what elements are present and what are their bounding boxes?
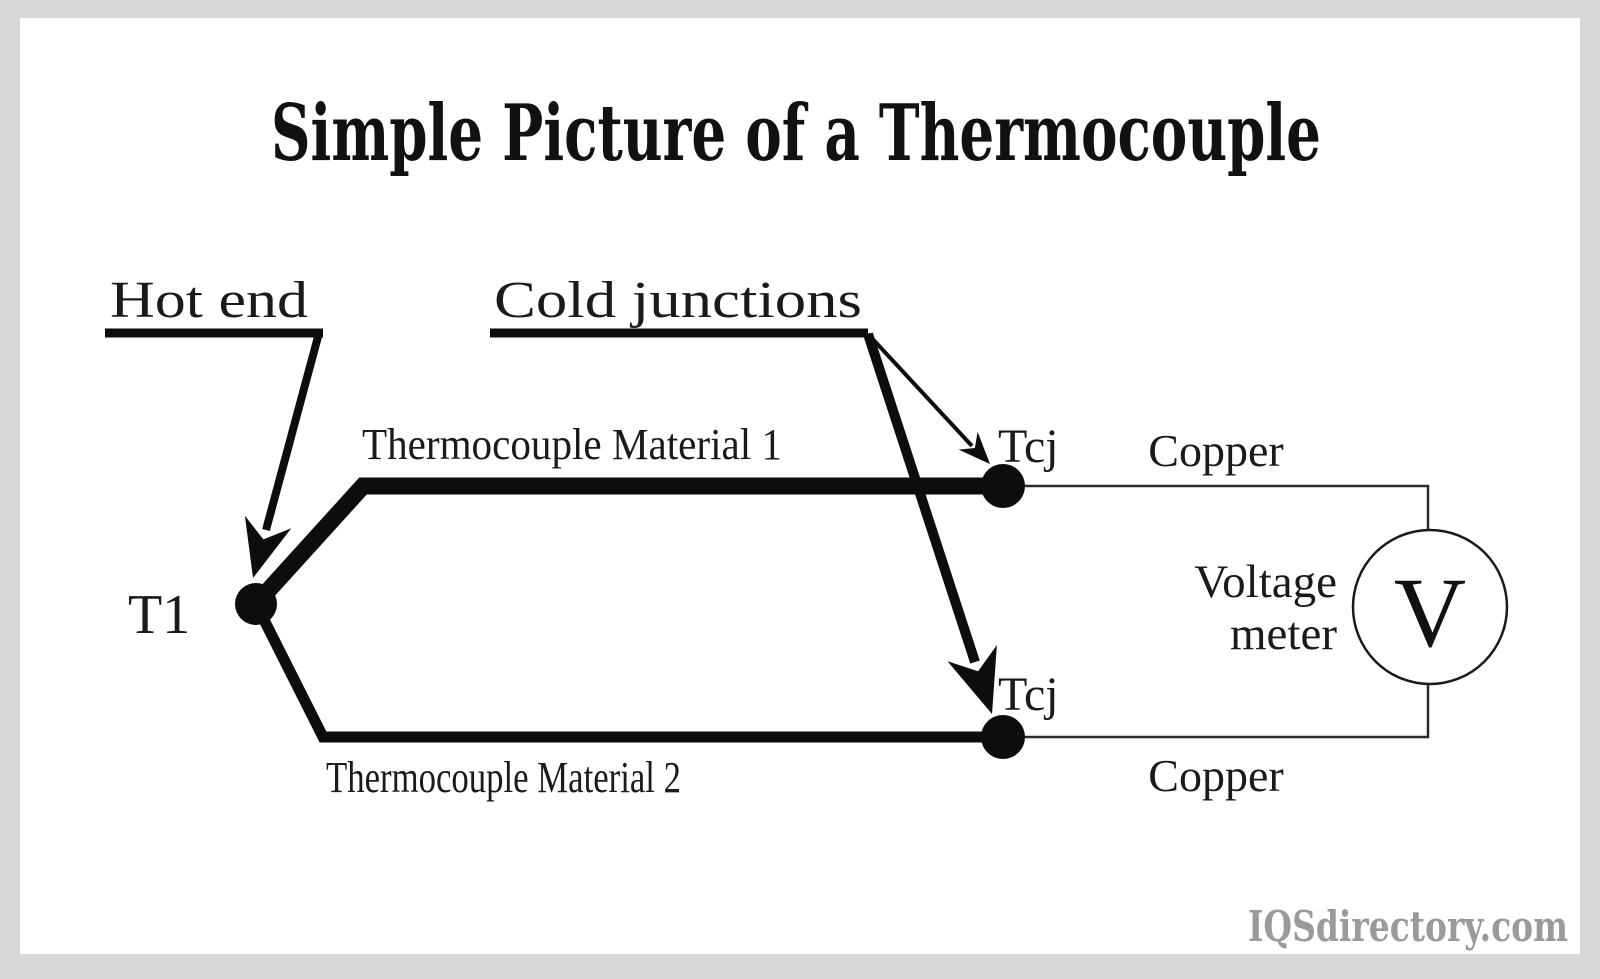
hot-end-arrowhead-icon — [244, 515, 292, 578]
thermocouple-material1-wire — [249, 477, 1003, 610]
cold-junction-upper-arrowhead-icon — [958, 431, 990, 464]
t1-label: T1 — [128, 584, 190, 646]
copper-top-label: Copper — [1148, 425, 1283, 476]
cold-junction-upper-leader-line — [866, 332, 974, 448]
voltmeter-symbol: V — [1394, 557, 1466, 668]
voltmeter-circle — [1351, 528, 1509, 686]
thermocouple-material1-label: Thermocouple Material 1 — [362, 420, 782, 469]
voltage-meter-label-line1: Voltage — [1194, 556, 1337, 608]
hot-junction-dot — [235, 583, 277, 625]
copper-bottom-label: Copper — [1148, 750, 1283, 801]
page-title: Simple Picture of a Thermocouple — [271, 88, 1321, 179]
tcj-lower-label: Tcj — [998, 668, 1059, 721]
hot-end-label: Hot end — [110, 272, 308, 329]
tcj-upper-label: Tcj — [998, 420, 1059, 473]
watermark: IQSdirectory.com — [1248, 902, 1568, 951]
hot-end-leader-line — [262, 331, 323, 532]
copper-top-wire — [1025, 484, 1430, 531]
cold-junction-dot-lower — [981, 715, 1025, 759]
cold-junction-dot-upper — [981, 464, 1025, 508]
cold-junctions-label: Cold junctions — [494, 272, 862, 329]
copper-bottom-wire — [1025, 683, 1430, 739]
thermocouple-material2-label: Thermocouple Material 2 — [326, 753, 681, 802]
thermocouple-material2-wire — [251, 601, 1003, 743]
voltage-meter-label-line2: meter — [1230, 608, 1337, 660]
cold-junction-lower-leader-line — [863, 332, 980, 664]
cold-junction-lower-arrowhead-icon — [947, 645, 997, 714]
